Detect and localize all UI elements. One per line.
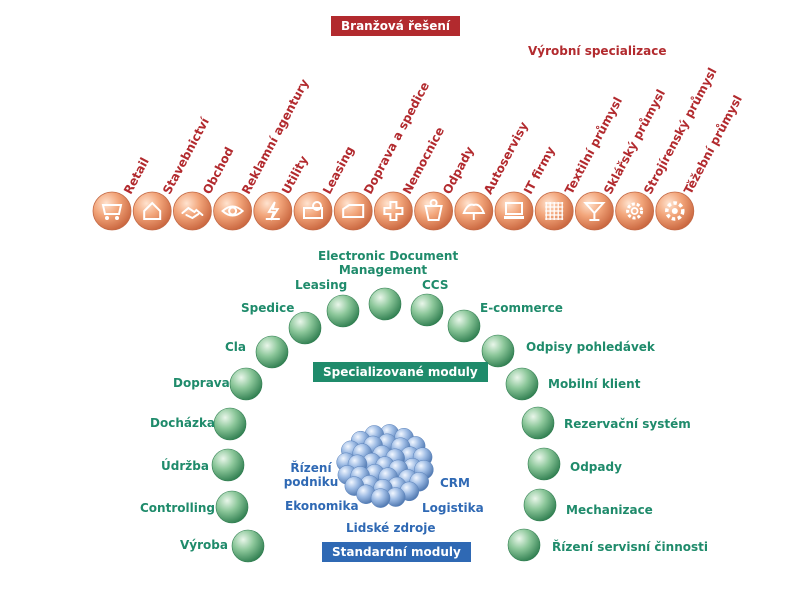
module-label-edm-line2: Management (338, 263, 428, 277)
computer-icon (504, 202, 524, 219)
module-ball (231, 529, 265, 563)
module-label-edm-line1: Electronic Document (318, 249, 459, 263)
standard-module-ball (370, 488, 391, 508)
shopping-cart-icon (101, 204, 123, 220)
standard-label-rizeni-line1: Řízení (290, 461, 332, 475)
module-label-edm: Electronic Document Management (318, 249, 459, 277)
module-ball (507, 528, 541, 562)
module-ball (255, 335, 289, 369)
industry-ball (575, 191, 614, 231)
module-ball (521, 406, 555, 440)
module-ball (505, 367, 539, 401)
module-label-doprava: Doprava (173, 376, 230, 390)
industry-ball (494, 191, 534, 231)
industry-ball (655, 191, 695, 231)
industry-ball (454, 191, 494, 231)
module-label-dochazka: Docházka (150, 416, 216, 430)
truck-icon (342, 204, 365, 218)
production-specialization-heading: Výrobní specializace (528, 44, 667, 58)
industry-ball (213, 191, 253, 231)
standard-label-logistika: Logistika (422, 501, 484, 515)
module-label-ecommerce: E-commerce (480, 301, 563, 315)
handshake-icon (181, 206, 204, 220)
standard-label-rizeni-podniku: Řízení podniku (280, 461, 342, 489)
module-ball (229, 367, 263, 401)
standard-label-crm: CRM (440, 476, 470, 490)
module-label-odpisy: Odpisy pohledávek (526, 340, 655, 354)
industry-ball (534, 191, 574, 231)
module-ball (213, 407, 247, 441)
module-label-vyroba: Výroba (180, 538, 228, 552)
industry-ball (92, 191, 132, 231)
car-icon (303, 201, 323, 219)
module-label-leasing: Leasing (295, 278, 348, 292)
industry-ball (373, 191, 413, 231)
industry-ball (293, 191, 333, 231)
industry-ball (253, 191, 293, 231)
industry-ball (172, 191, 212, 231)
industry-ball (333, 191, 373, 231)
mining-gear-icon (665, 201, 685, 221)
gear-icon (626, 202, 644, 220)
industry-solutions-badge: Branžová řešení (331, 16, 461, 36)
module-ball (215, 490, 249, 524)
standard-label-ekonomika: Ekonomika (285, 499, 359, 513)
standard-modules-badge: Standardní moduly (322, 542, 471, 562)
module-label-spedice: Spedice (241, 301, 295, 315)
module-ball (368, 287, 402, 321)
module-label-odpady: Odpady (570, 460, 622, 474)
industry-icons-row (92, 191, 695, 231)
module-label-mobilni-klient: Mobilní klient (548, 377, 641, 391)
eye-icon (221, 205, 245, 217)
module-ball (447, 309, 481, 343)
module-label-rizeni-servisni-cinnosti: Řízení servisní činnosti (552, 540, 708, 554)
module-ball (288, 311, 322, 345)
standard-label-rizeni-line2: podniku (283, 475, 339, 489)
module-label-cla: Cla (225, 340, 247, 354)
industry-ball (414, 191, 454, 231)
lightning-icon (265, 201, 280, 221)
module-ball (211, 448, 245, 482)
module-label-controlling: Controlling (140, 501, 215, 515)
module-label-ccs: CCS (422, 278, 449, 292)
module-label-mechanizace: Mechanizace (566, 503, 653, 517)
module-ball (523, 488, 557, 522)
module-ball (326, 294, 360, 328)
glass-icon (583, 202, 606, 221)
auto-service-icon (462, 203, 486, 220)
module-label-udrzba: Údržba (161, 459, 209, 473)
specialized-modules-badge: Specializované moduly (313, 362, 488, 382)
industry-ball (615, 191, 654, 231)
module-ball (481, 334, 515, 368)
medical-cross-icon (383, 201, 404, 221)
industry-ball (132, 191, 172, 231)
module-ball (527, 447, 561, 481)
standard-label-lidske-zdroje: Lidské zdroje (346, 521, 436, 535)
house-icon (143, 201, 162, 220)
textile-icon (545, 202, 564, 220)
specialized-modules-arc (211, 287, 561, 563)
standard-modules-cluster (336, 424, 434, 508)
module-label-rezervacni-system: Rezervační systém (564, 417, 691, 431)
waste-bin-icon (424, 199, 443, 221)
module-ball (410, 293, 444, 327)
